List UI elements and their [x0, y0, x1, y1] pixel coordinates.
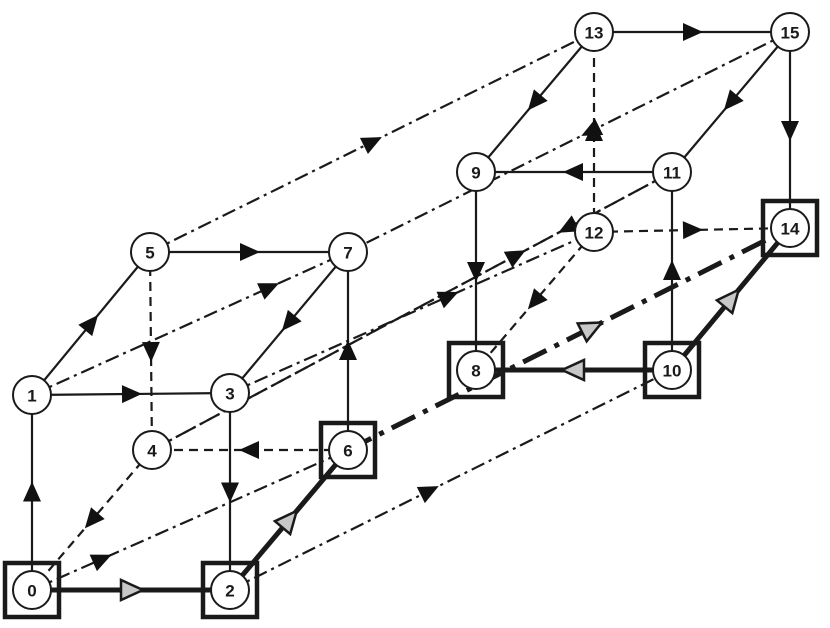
state-circle-8 — [456, 350, 496, 390]
state-circle-4 — [132, 430, 172, 470]
state-box-10 — [642, 340, 702, 400]
state-label-8: 8 — [471, 362, 480, 381]
state-circle-7 — [328, 232, 368, 272]
edge-6-to-14 — [346, 225, 792, 453]
state-node-10: 10 — [642, 340, 702, 400]
arrowhead-13-to-15 — [683, 23, 703, 41]
arrowhead-5-to-7 — [240, 243, 260, 261]
state-node-8: 8 — [446, 340, 506, 400]
state-circle-9 — [456, 152, 496, 192]
arrowhead-15-to-11 — [723, 89, 744, 111]
state-label-7: 7 — [343, 244, 352, 263]
arrowhead-6-to-14 — [575, 321, 605, 344]
state-node-7: 7 — [328, 232, 368, 272]
state-circle-6 — [328, 430, 368, 470]
state-circle-11 — [652, 152, 692, 192]
state-node-12: 12 — [574, 212, 614, 252]
arrowhead-0-to-6 — [89, 554, 112, 572]
state-node-15: 15 — [770, 12, 810, 52]
arrowhead-15-to-14 — [781, 121, 799, 141]
arrowhead-10-to-14 — [714, 287, 741, 316]
arrowhead-12-to-14 — [682, 221, 703, 240]
arrowhead-10-to-11 — [663, 260, 681, 280]
state-label-15: 15 — [781, 24, 800, 43]
arrowhead-13-to-9 — [527, 89, 548, 111]
arrowhead-5-to-4 — [141, 341, 160, 362]
arrowhead-4-to-0 — [84, 507, 105, 529]
state-node-13: 13 — [574, 12, 614, 52]
state-label-4: 4 — [147, 442, 157, 461]
state-label-0: 0 — [27, 582, 36, 601]
state-label-2: 2 — [225, 582, 234, 601]
state-label-10: 10 — [663, 362, 682, 381]
state-node-6: 6 — [318, 420, 378, 480]
edges-layer — [30, 30, 792, 593]
arrowhead-7-to-3 — [281, 309, 302, 331]
state-circle-0 — [12, 570, 52, 610]
arrowhead-1-to-3 — [121, 385, 142, 404]
state-node-9: 9 — [456, 152, 496, 192]
state-circle-10 — [652, 350, 692, 390]
arrowhead-3-to-12 — [436, 291, 459, 309]
state-box-0 — [2, 560, 62, 620]
state-circle-13 — [574, 12, 614, 52]
state-circle-3 — [210, 373, 250, 413]
arrowhead-11-to-9 — [563, 163, 583, 181]
state-label-11: 11 — [663, 164, 681, 183]
arrowhead-5-to-13 — [359, 137, 382, 155]
state-box-6 — [318, 420, 378, 480]
state-box-8 — [446, 340, 506, 400]
state-label-12: 12 — [585, 224, 604, 243]
state-label-9: 9 — [471, 164, 480, 183]
state-circle-12 — [574, 212, 614, 252]
edge-3-to-12 — [229, 230, 595, 395]
state-node-14: 14 — [760, 198, 820, 258]
state-box-2 — [200, 560, 260, 620]
state-node-11: 11 — [652, 152, 692, 192]
edge-2-to-10 — [229, 369, 673, 591]
arrowhead-12-to-8 — [527, 288, 548, 310]
state-node-1: 1 — [12, 375, 52, 415]
state-label-6: 6 — [343, 442, 352, 461]
edge-0-to-6 — [31, 448, 349, 592]
state-circle-15 — [770, 12, 810, 52]
state-circle-5 — [130, 232, 170, 272]
arrowhead-0-to-1 — [23, 481, 41, 502]
state-node-4: 4 — [132, 430, 172, 470]
arrowhead-2-to-6 — [272, 508, 299, 537]
state-circle-14 — [770, 208, 810, 248]
arrowhead-1-to-5 — [78, 315, 99, 337]
state-node-5: 5 — [130, 232, 170, 272]
state-label-13: 13 — [585, 24, 604, 43]
arrowhead-10-to-8 — [558, 358, 586, 382]
state-node-3: 3 — [210, 373, 250, 413]
edge-1-to-7 — [31, 250, 349, 397]
state-node-0: 0 — [2, 560, 62, 620]
arrowhead-3-to-2 — [221, 482, 239, 503]
arrowhead-0-to-2 — [119, 578, 147, 602]
state-box-14 — [760, 198, 820, 258]
state-circle-2 — [210, 570, 250, 610]
edge-5-to-4 — [148, 251, 154, 451]
state-label-1: 1 — [27, 387, 36, 406]
state-label-14: 14 — [781, 220, 800, 239]
state-label-5: 5 — [145, 244, 154, 263]
state-circle-1 — [12, 375, 52, 415]
arrowheads-layer — [23, 23, 799, 602]
arrowhead-1-to-7 — [257, 283, 280, 300]
arrowhead-9-to-8 — [467, 262, 485, 282]
state-label-3: 3 — [225, 385, 234, 404]
arrowhead-6-to-7 — [339, 340, 357, 360]
arrowhead-15-to-7 — [581, 118, 604, 136]
arrowhead-4-to-11 — [503, 250, 526, 268]
arrowhead-2-to-10 — [416, 486, 439, 504]
arrowhead-6-to-4 — [239, 441, 259, 459]
edge-15-to-7 — [347, 31, 791, 253]
state-node-2: 2 — [200, 560, 260, 620]
